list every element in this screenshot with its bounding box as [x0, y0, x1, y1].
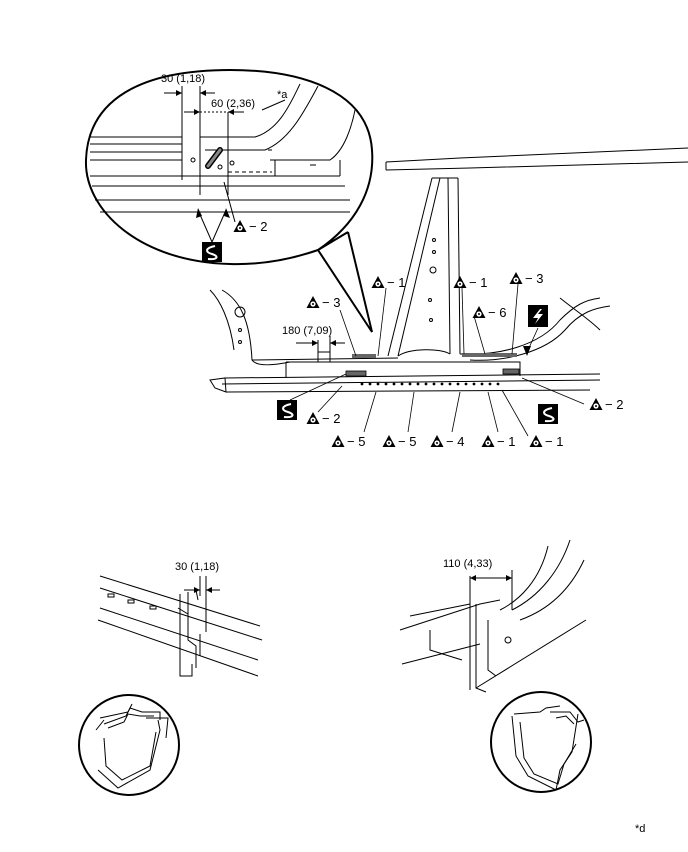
rocker-panel-assembly	[209, 147, 688, 393]
weld-symbol-icon	[306, 296, 320, 308]
weld-symbol-icon	[589, 398, 603, 410]
weld-label-4: − 4	[446, 434, 464, 449]
cut-wave-icon	[277, 400, 297, 420]
weld-symbol-icon	[430, 435, 444, 447]
bottom-left-view	[78, 575, 263, 796]
weld-label-6: − 6	[488, 305, 506, 320]
weld-label-2-right: − 2	[605, 397, 623, 412]
leader-lines	[289, 283, 585, 437]
weld-label-3-right: − 3	[525, 271, 543, 286]
weld-symbol-icon	[382, 435, 396, 447]
weld-symbol-icon	[306, 412, 320, 424]
weld-symbol-icon	[472, 306, 486, 318]
weld-label-2-left: − 2	[322, 411, 340, 426]
weld-label-1-b2: − 1	[545, 434, 563, 449]
dim-detail-60: 60 (2,36)	[211, 98, 255, 110]
weld-label-1-b1: − 1	[497, 434, 515, 449]
weld-label-1-left: − 1	[387, 275, 405, 290]
callout-a: *a	[277, 89, 288, 101]
dim-bottom-left-30: 30 (1,18)	[175, 561, 219, 573]
weld-symbol-icon	[509, 272, 523, 284]
weld-symbol-icon	[371, 276, 385, 288]
weld-label-detail-2: − 2	[249, 219, 267, 234]
cut-wave-icon	[202, 242, 222, 262]
dim-detail-30: 30 (1,18)	[161, 73, 205, 85]
cut-bolt-icon	[528, 305, 548, 327]
detail-magnifier	[84, 68, 374, 333]
weld-label-1-mid: − 1	[469, 275, 487, 290]
weld-label-5-b: − 5	[398, 434, 416, 449]
dim-bottom-right-110: 110 (4,33)	[443, 558, 492, 570]
weld-label-5-a: − 5	[347, 434, 365, 449]
cut-wave-icon	[538, 404, 558, 424]
weld-symbol-icon	[529, 435, 543, 447]
dim-main-180: 180 (7,09)	[282, 325, 332, 337]
weld-symbol-icon	[453, 276, 467, 288]
spot-weld-dots	[360, 382, 500, 386]
callout-d: *d	[635, 823, 645, 835]
weld-symbol-icon	[331, 435, 345, 447]
weld-label-3-left: − 3	[322, 295, 340, 310]
bottom-right-view	[399, 539, 592, 793]
spot-weld-rows	[345, 353, 520, 377]
weld-symbol-icon	[481, 435, 495, 447]
